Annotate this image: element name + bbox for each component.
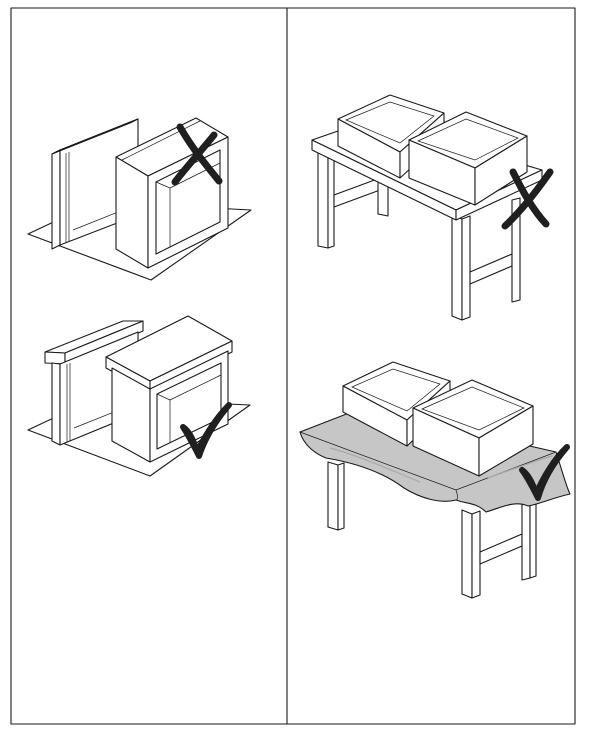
cross-icon	[171, 123, 223, 186]
scene-cabinet-floor-incorrect	[27, 117, 252, 281]
right-panel	[299, 94, 571, 599]
scene-drawers-covered-table-correct	[299, 361, 571, 599]
check-icon	[519, 444, 570, 501]
table-legs	[327, 461, 537, 599]
protective-tablecloth	[299, 407, 571, 513]
scene-drawers-bare-table-incorrect	[311, 94, 554, 321]
cabinet-with-top	[105, 315, 233, 463]
left-panel	[27, 117, 252, 477]
drawer-right	[408, 111, 528, 206]
scene-cabinet-mat-correct	[27, 315, 251, 477]
drawer-right	[412, 379, 534, 477]
table-legs	[317, 149, 521, 321]
check-icon	[180, 402, 232, 459]
cross-icon	[501, 168, 554, 230]
